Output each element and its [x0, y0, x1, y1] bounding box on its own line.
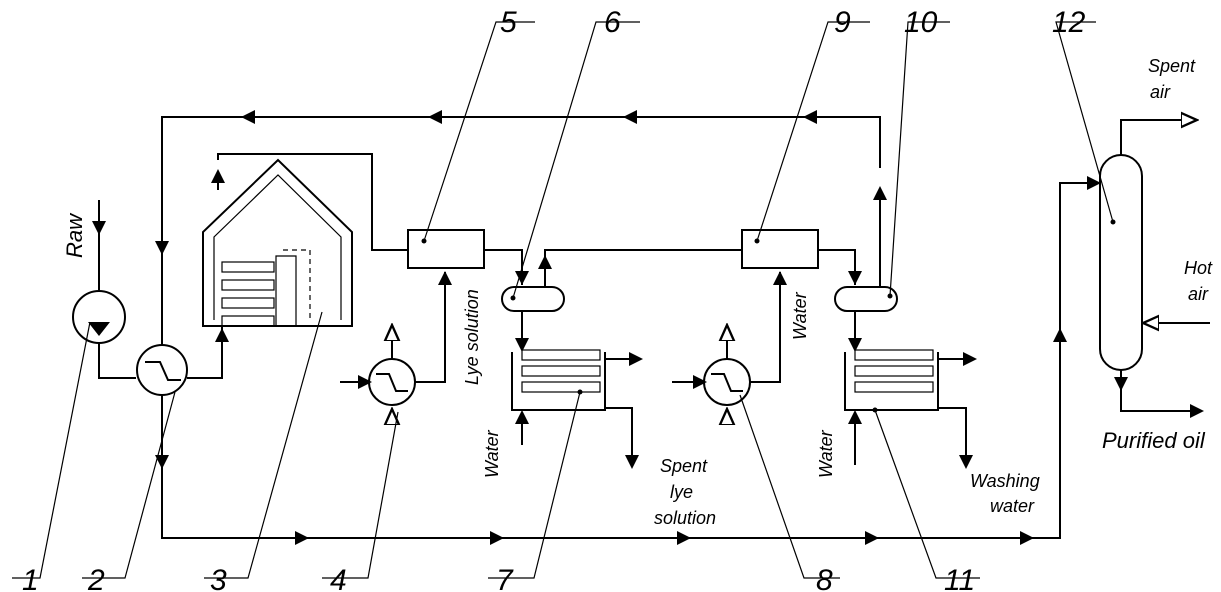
purified-oil-label: Purified oil	[1102, 428, 1206, 453]
spent-air-label: Spent	[1148, 56, 1196, 76]
number-12: 12	[1052, 6, 1086, 39]
spent-air-label: air	[1150, 82, 1171, 102]
hot-air-label: Hot	[1184, 258, 1213, 278]
heat-exchanger-icon	[703, 358, 751, 406]
recycle-line-top	[155, 110, 887, 345]
washing-water-label: Washing	[970, 471, 1040, 491]
leader-lines	[12, 21, 1114, 579]
spent-lye-label: lye	[670, 482, 693, 502]
heat-exchanger-icon	[136, 344, 188, 396]
number-4: 4	[330, 564, 347, 592]
number-3: 3	[210, 564, 227, 592]
water-label: Water	[482, 429, 502, 478]
water-label: Water	[816, 429, 836, 478]
number-1: 1	[22, 564, 39, 592]
lye-solution-label: Lye solution	[462, 289, 482, 385]
washing-water-label: water	[990, 496, 1035, 516]
number-11: 11	[944, 564, 975, 592]
settler-icon	[511, 349, 606, 411]
heat-exchanger-icon	[368, 358, 416, 406]
bottom-product-line	[155, 176, 1101, 545]
number-5: 5	[500, 6, 517, 39]
settler-icon	[844, 349, 939, 413]
separator-icon	[834, 286, 898, 312]
separator-icon	[501, 286, 565, 312]
spent-lye-label: Spent	[660, 456, 708, 476]
mixer-icon	[407, 229, 485, 269]
raw-label: Raw	[62, 212, 87, 258]
number-8: 8	[816, 564, 833, 592]
mixer-icon	[741, 229, 819, 269]
drying-column-icon	[1099, 154, 1143, 371]
furnace-icon	[202, 158, 353, 327]
hot-air-label: air	[1188, 284, 1209, 304]
pump-icon	[72, 290, 126, 344]
water-label: Water	[790, 291, 810, 340]
number-6: 6	[604, 6, 621, 39]
number-2: 2	[87, 564, 105, 592]
number-9: 9	[834, 6, 851, 39]
spent-lye-label: solution	[654, 508, 716, 528]
number-10: 10	[904, 6, 938, 39]
number-7: 7	[496, 564, 514, 592]
